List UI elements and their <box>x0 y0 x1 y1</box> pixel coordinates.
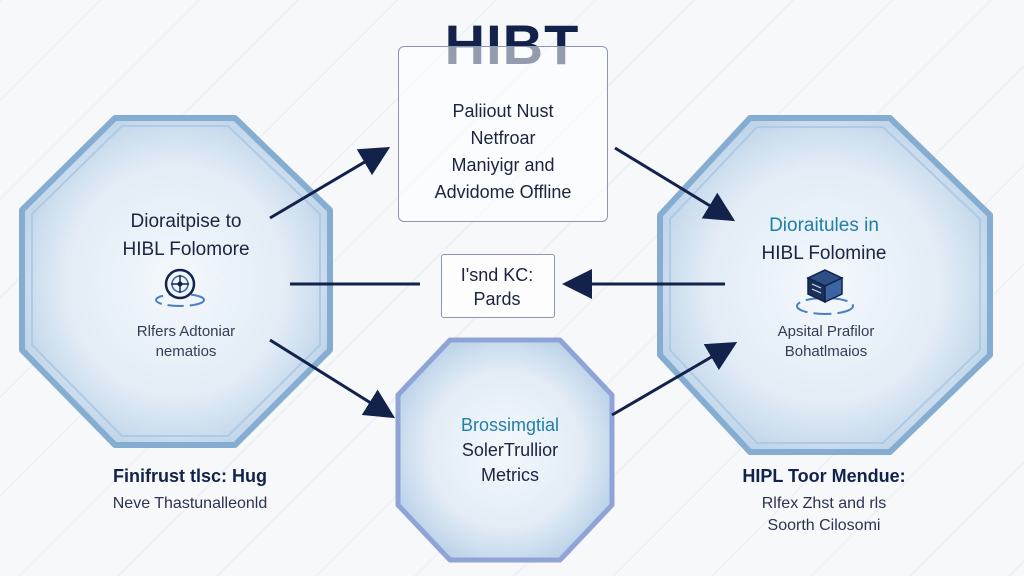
arrow-top-to-right <box>614 146 736 222</box>
bottom-hex-text: Brossimgtial SolerTrullior Metrics <box>405 413 615 488</box>
center-box-line: I'snd KC: <box>460 265 534 285</box>
bottom-hex-line: Metrics <box>481 465 539 485</box>
center-box-line: Pards <box>473 289 521 309</box>
right-caption-sub: Soorth Cilosomi <box>767 517 881 534</box>
right-hex-title-line: HIBL Folomine <box>761 243 887 264</box>
bottom-hex-line: Brossimgtial <box>460 415 560 435</box>
center-box-text: I'snd KC: Pards <box>441 263 553 311</box>
right-caption-title: HIPL Toor Mendue: <box>742 466 906 486</box>
top-box-line: Advidome Offline <box>434 182 572 202</box>
arrow-left-to-top <box>269 146 391 220</box>
right-hex-title-line: Dioraitules in <box>769 215 879 236</box>
left-hex-title-line: HIBL Folomore <box>122 239 250 260</box>
right-hex-sub-line: Bohatlmaios <box>784 343 868 360</box>
compass-icon <box>155 268 205 307</box>
cube-box-icon <box>796 269 854 315</box>
right-caption: HIPL Toor Mendue: Rlfex Zhst and rls Soo… <box>714 466 934 537</box>
top-box-text: Paliiout Nust Netfroar Maniyigr and Advi… <box>398 98 608 206</box>
top-box-line: Netfroar <box>470 128 536 148</box>
arrow-bottom-to-right <box>611 341 738 417</box>
top-box-line: Maniyigr and <box>451 155 555 175</box>
left-hex-title: Dioraitpise to HIBL Folomore <box>86 208 286 264</box>
top-box-line: Paliiout Nust <box>452 101 554 121</box>
top-box <box>398 46 608 222</box>
left-caption-title: Finifrust tlsc: Hug <box>113 466 267 486</box>
arrow-left-to-bottom <box>269 338 396 419</box>
bottom-ice-octagon <box>395 337 615 563</box>
bottom-hex-line: SolerTrullior <box>461 440 559 460</box>
left-caption: Finifrust tlsc: Hug Neve Thastunalleonld <box>80 466 300 515</box>
right-hex-sub-line: Apsital Prafilor <box>777 323 875 340</box>
right-hex-subtext: Apsital Prafilor Bohatlmaios <box>736 322 916 362</box>
left-hex-sub-line: Rlfers Adtoniar <box>136 323 236 340</box>
left-hex-title-line: Dioraitpise to <box>130 211 242 232</box>
left-hex-sub-line: nematios <box>155 343 217 360</box>
right-caption-sub: Rlfex Zhst and rls <box>761 495 887 512</box>
right-hex-title: Dioraitules in HIBL Folomine <box>724 212 924 268</box>
left-hex-subtext: Rlfers Adtoniar nematios <box>96 322 276 362</box>
left-caption-sub: Neve Thastunalleonld <box>112 495 268 512</box>
center-box <box>441 254 555 318</box>
